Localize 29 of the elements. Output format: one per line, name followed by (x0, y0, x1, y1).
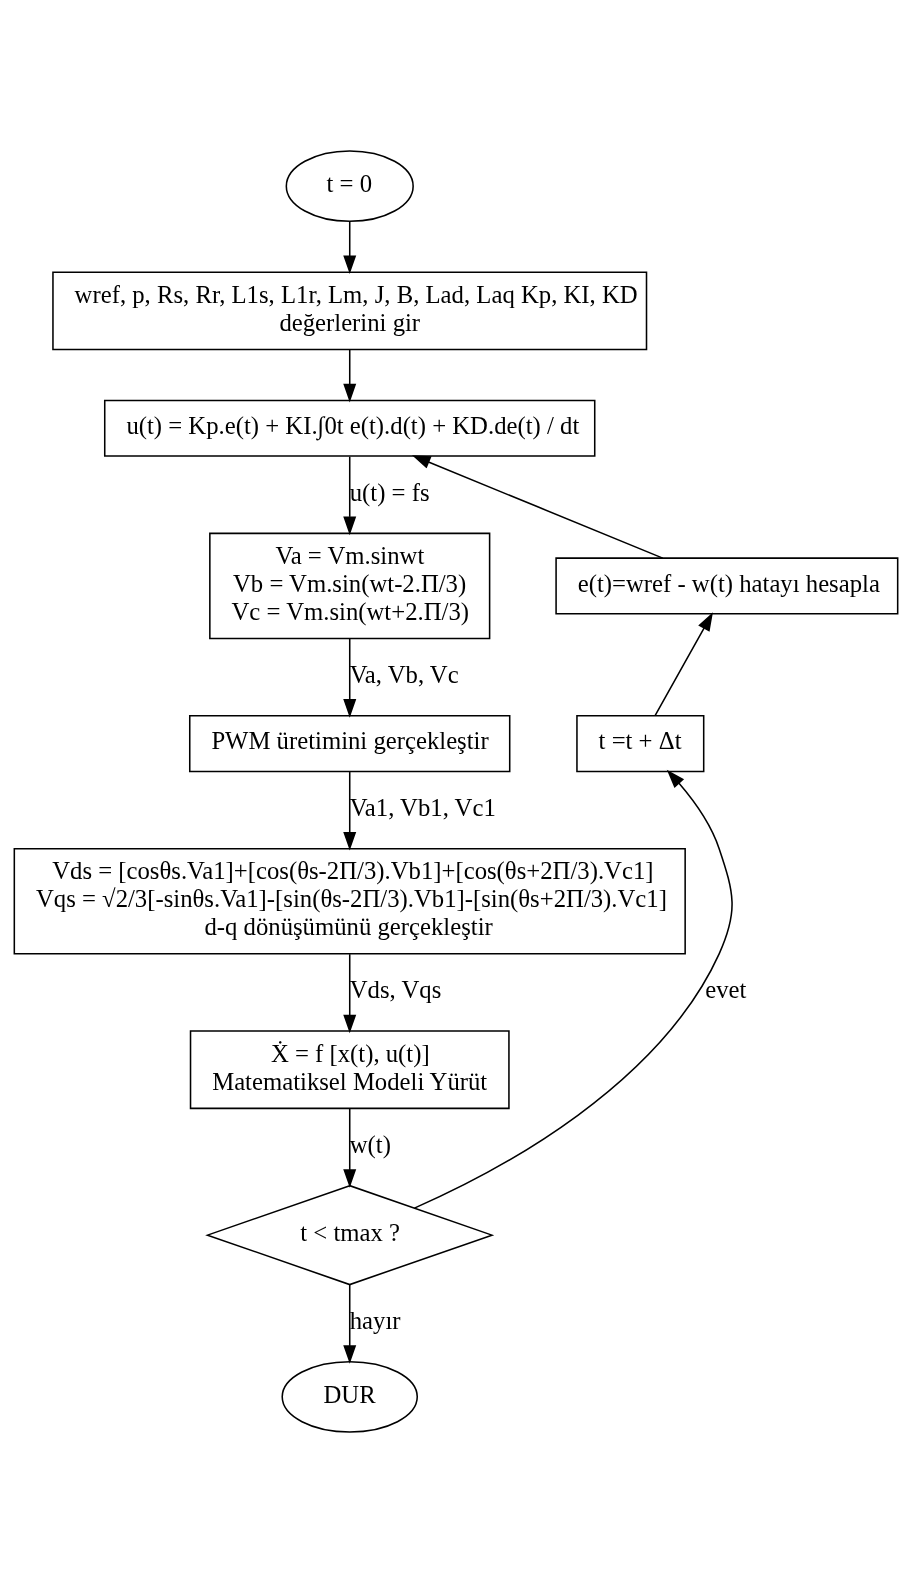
node-box: Va = Vm.sinwt Vb = Vm.sin(wt-2.Π/3) Vc = Vm.sin(wt+2.Π/3) (209, 532, 491, 639)
arrow (343, 1283, 357, 1364)
edge-label: Va1, Vb1, Vc1 (349, 793, 496, 821)
node-box: u(t) = Kp.e(t) + KI.∫0t e(t).d(t) + KD.de(t) / dt (103, 399, 596, 457)
node-ellipse: t = 0 (285, 149, 414, 222)
arrow (413, 769, 733, 1209)
arrow (411, 454, 664, 559)
edge-label: hayır (349, 1306, 401, 1334)
node-box: PWM üretimini gerçekleştir (188, 714, 511, 772)
arrow (654, 611, 713, 716)
node-box: Ẋ = f [x(t), u(t)] Matematiksel Modeli Yürüt (189, 1029, 510, 1109)
node-box: e(t)=wref - w(t) hatayı hesapla (555, 556, 899, 615)
node-box: Vds = [cosθs.Va1]+[cos(θs-2Π/3).Vb1]+[cos(θs+2Π/3).Vc1] Vqs = √2/3[-sinθs.Va1]-[sin(θs-2Π/3).Vb1]-[sin(θs+2Π/3).Vc1] d-q dönüşümünü gerçekleştir (13, 847, 686, 955)
arrow (343, 952, 357, 1033)
edge-label: Vds, Vqs (349, 975, 442, 1003)
edge-label: w(t) (349, 1130, 391, 1158)
node-ellipse: DUR (281, 1360, 419, 1433)
arrow (343, 1107, 357, 1188)
arrow (343, 455, 357, 535)
arrow (343, 637, 357, 718)
edge-label: evet (705, 975, 747, 1003)
edge-label: u(t) = fs (349, 478, 430, 506)
node-diamond: t < tmax ? (205, 1184, 495, 1285)
arrow (343, 348, 357, 402)
node-box: wref, p, Rs, Rr, L1s, L1r, Lm, J, B, Lad, Laq Kp, KI, KD değerlerini gir (52, 270, 648, 350)
edge-label: Va, Vb, Vc (349, 660, 459, 688)
arrow (343, 220, 357, 274)
node-box: t =t + Δt (576, 714, 705, 772)
arrow (343, 770, 357, 850)
